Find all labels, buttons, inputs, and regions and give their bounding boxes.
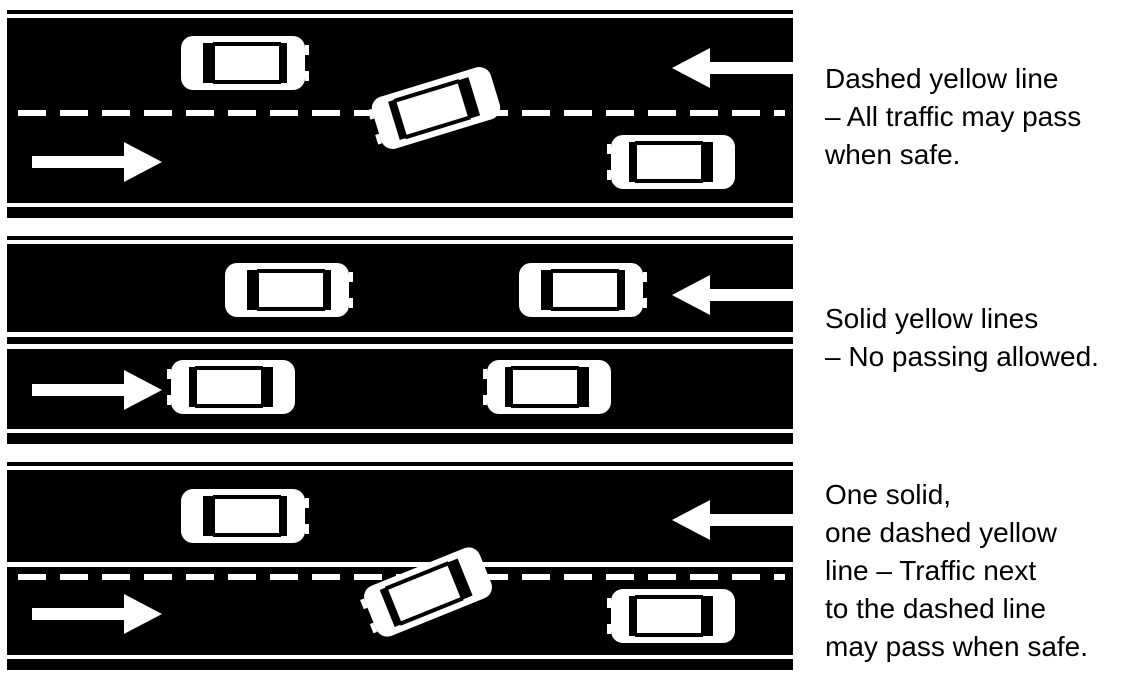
road-edge-line [7, 14, 793, 18]
car [519, 263, 647, 317]
road-surface [7, 236, 793, 444]
car [181, 36, 309, 90]
road-edge-line [7, 203, 793, 207]
solid-center-line [7, 344, 793, 349]
panel-solid-road [7, 236, 800, 444]
panel-solid-dashed-road [7, 462, 800, 670]
car [607, 589, 735, 643]
caption-line: – All traffic may pass [825, 101, 1082, 132]
caption-line: may pass when safe. [825, 631, 1089, 662]
caption-solid-dashed-lines: One solid, one dashed yellow line – Traf… [825, 476, 1088, 666]
caption-line: when safe. [825, 139, 961, 170]
road-edge-line [7, 240, 793, 244]
solid-center-line [7, 332, 793, 337]
car [607, 135, 735, 189]
panel-dashed-road [7, 10, 800, 218]
road-diagrams [7, 10, 800, 670]
caption-dashed-line: Dashed yellow line – All traffic may pas… [825, 60, 1081, 174]
caption-line: line – Traffic next [825, 555, 1037, 586]
caption-line: One solid, [825, 479, 952, 510]
caption-line: Dashed yellow line [825, 63, 1059, 94]
car [181, 489, 309, 543]
caption-line: – No passing allowed. [825, 341, 1099, 372]
car [225, 263, 353, 317]
road-edge-line [7, 655, 793, 659]
caption-line: one dashed yellow [825, 517, 1057, 548]
car [167, 360, 295, 414]
road-edge-line [7, 429, 793, 433]
road-edge-line [7, 466, 793, 470]
car [483, 360, 611, 414]
caption-solid-lines: Solid yellow lines – No passing allowed. [825, 300, 1099, 376]
solid-center-line [7, 562, 793, 567]
caption-line: Solid yellow lines [825, 303, 1039, 334]
caption-line: to the dashed line [825, 593, 1047, 624]
